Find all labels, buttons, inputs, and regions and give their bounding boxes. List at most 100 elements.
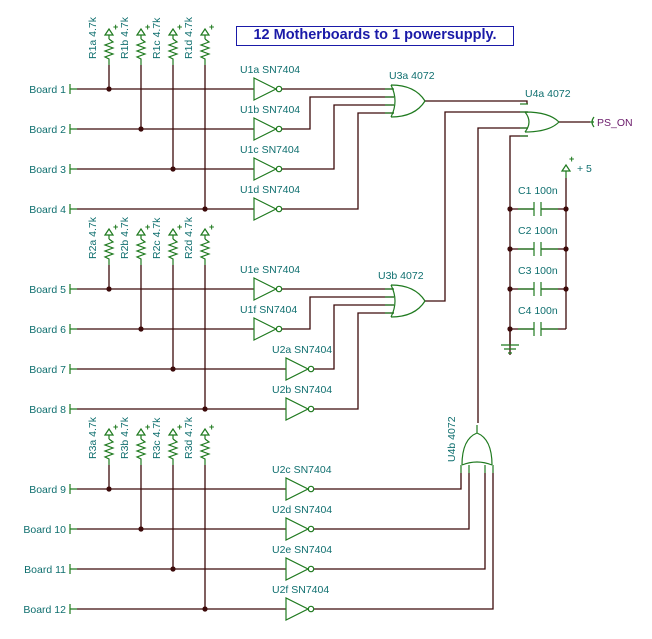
supply-arrow-icon [560,163,572,178]
board-label: Board 8 [29,404,66,416]
inverter-icon [253,197,278,221]
inverter-bubble-icon [275,165,283,173]
inverter-icon [253,77,278,101]
net-port-icon [590,116,595,128]
inverter-label: U2e SN7404 [272,544,332,556]
board-connector-icon [69,164,77,174]
board-connector-icon [69,324,77,334]
pullup-arrow-icon [135,27,147,39]
inverter-icon [285,597,310,621]
or-gate-u4a-icon [524,111,560,133]
inverter-icon [285,477,310,501]
inverter-bubble-icon [275,285,283,293]
junction-dot [170,566,176,572]
pullup-arrow-icon [135,227,147,239]
supply-plus-sign: + [569,154,574,164]
pullup-arrow-icon [199,27,211,39]
resistor-icon [167,238,179,265]
junction-dot [106,286,112,292]
board-connector-icon [69,284,77,294]
inverter-bubble-icon [307,405,315,413]
board-label: Board 1 [29,84,66,96]
inverter-bubble-icon [307,605,315,613]
inverter-label: U2c SN7404 [272,464,332,476]
pullup-arrow-icon [167,227,179,239]
pullup-arrow-icon [167,27,179,39]
gate-input-wire [509,135,528,355]
inverter-label: U2d SN7404 [272,504,332,516]
gate-input-wire [314,304,394,370]
board-connector-icon [69,604,77,614]
inverter-label: U1b SN7404 [240,104,300,116]
resistor-label: R2b 4.7k [119,216,131,259]
capacitor-icon [518,282,558,296]
board-label: Board 12 [23,604,66,616]
board-label: Board 4 [29,204,66,216]
inverter-label: U2b SN7404 [272,384,332,396]
junction-dot [202,206,208,212]
pullup-arrow-icon [199,227,211,239]
capacitor-icon [518,242,558,256]
resistor-icon [103,38,115,65]
junction-dot [106,86,112,92]
resistor-icon [199,438,211,465]
inverter-bubble-icon [275,205,283,213]
inverter-label: U1f SN7404 [240,304,297,316]
junction-dot [202,406,208,412]
or-gate-u3a-icon [390,84,426,118]
pullup-plus-sign: + [145,422,150,432]
board-label: Board 9 [29,484,66,496]
board-label: Board 2 [29,124,66,136]
pullup-arrow-icon [103,227,115,239]
gate-input-wire [282,104,394,170]
gate-output-wire [425,111,528,302]
board-connector-icon [69,404,77,414]
gate-input-wire [314,312,394,410]
gate-input-wire [282,112,394,210]
junction-dot [138,526,144,532]
pullup-arrow-icon [135,427,147,439]
resistor-icon [167,438,179,465]
gate-input-wire [314,473,470,530]
junction-dot [170,366,176,372]
pullup-plus-sign: + [177,222,182,232]
pullup-plus-sign: + [145,22,150,32]
or-gate-u4b-icon [461,425,493,466]
inverter-icon [285,397,310,421]
labels-layer: Board 1 Board 2 Board 3 Board 4 Board 5 Board… [23,16,632,616]
junction-dot [563,246,569,252]
resistor-label: R3b 4.7k [119,416,131,459]
capacitor-label: C1 100n [518,185,558,197]
wires-layer [77,65,590,610]
resistor-label: R1c 4.7k [151,17,163,59]
resistor-label: R2d 4.7k [183,216,195,259]
pullup-plus-sign: + [113,222,118,232]
board-label: Board 3 [29,164,66,176]
gate-input-wire [314,473,462,490]
resistor-label: R2c 4.7k [151,217,163,259]
resistor-icon [103,438,115,465]
resistor-icon [135,38,147,65]
inverter-bubble-icon [275,325,283,333]
gate-input-wire [282,96,394,130]
resistor-icon [167,38,179,65]
inverter-label: U1a SN7404 [240,64,300,76]
ground-icon [501,344,519,354]
ps-on-net-label: PS_ON [597,117,633,129]
board-connector-icon [69,524,77,534]
inverter-icon [285,517,310,541]
inverter-bubble-icon [307,485,315,493]
pullup-plus-sign: + [177,22,182,32]
inverter-bubble-icon [307,525,315,533]
resistor-icon [135,238,147,265]
inverter-bubble-icon [275,125,283,133]
board-label: Board 6 [29,324,66,336]
inverter-icon [253,157,278,181]
board-label: Board 5 [29,284,66,296]
inverter-icon [285,557,310,581]
pullup-arrow-icon [103,427,115,439]
gate-label-u3a: U3a 4072 [389,70,435,82]
gate-label-u3b: U3b 4072 [378,270,424,282]
schematic-title: 12 Motherboards to 1 powersupply. [236,26,514,46]
